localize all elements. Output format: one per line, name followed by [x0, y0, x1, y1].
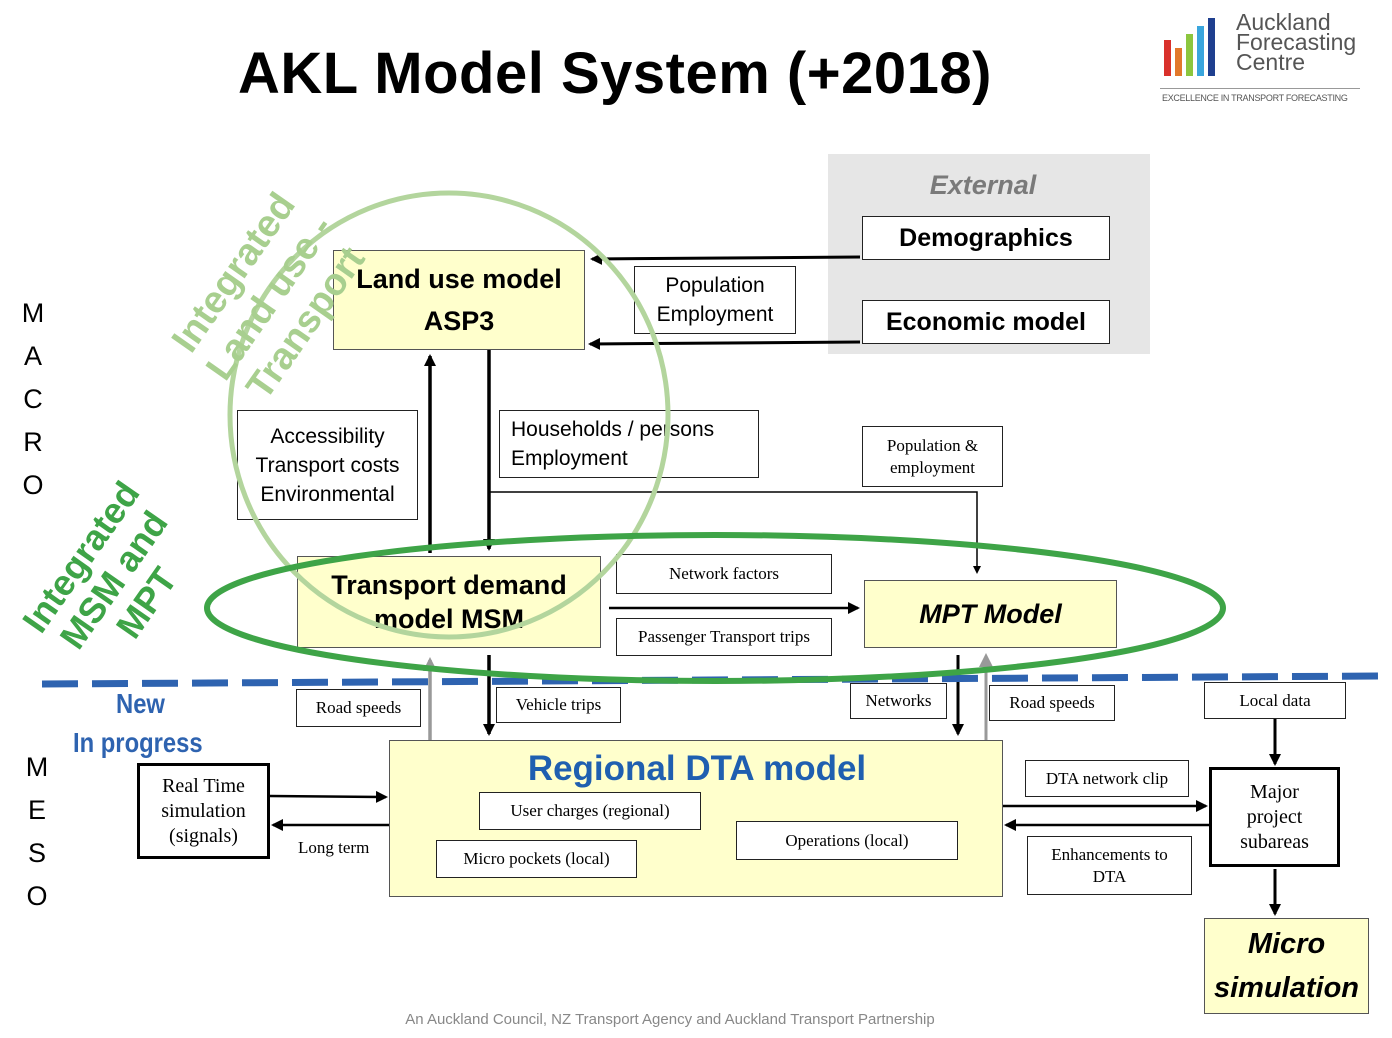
land-use-model-node: Land use model ASP3 [333, 250, 585, 350]
logo-tagline: EXCELLENCE IN TRANSPORT FORECASTING [1162, 93, 1348, 103]
logo-bar-orange [1175, 48, 1182, 76]
user-charges-label: User charges (regional) [479, 792, 701, 830]
dta-network-clip-label: DTA network clip [1025, 760, 1189, 797]
major-project-subareas-node: Major project subareas [1209, 767, 1340, 867]
long-term-label: Long term [298, 838, 370, 857]
logo: Auckland Forecasting Centre EXCELLENCE I… [1160, 11, 1370, 107]
logo-line1: Auckland [1236, 9, 1331, 35]
accessibility-label: Accessibility Transport costs Environmen… [237, 410, 418, 520]
external-heading: External [929, 170, 1037, 200]
macro-label: M A C R O [21, 298, 45, 500]
logo-line3: Centre [1236, 49, 1306, 75]
arrow-land-use-to-mpt [489, 491, 981, 574]
footer-text: An Auckland Council, NZ Transport Agency… [405, 1011, 935, 1028]
pt-trips-label: Passenger Transport trips [616, 618, 832, 656]
logo-bar-red [1164, 40, 1171, 76]
demographics-box: Demographics [862, 216, 1110, 260]
meso-label: M E S O [25, 752, 49, 911]
networks-label: Networks [850, 683, 947, 719]
micro-simulation-node: Micro simulation [1204, 918, 1369, 1014]
logo-bar-navy [1208, 18, 1215, 76]
arrow-economic-to-land-use [588, 337, 861, 350]
logo-bars [1160, 18, 1216, 76]
logo-line2: Forecasting [1236, 29, 1357, 55]
logo-bar-blue [1197, 26, 1204, 76]
enhancements-label: Enhancements to DTA [1027, 836, 1192, 895]
page-title: AKL Model System (+2018) [238, 41, 992, 106]
population-employment-label: Population Employment [634, 266, 796, 334]
households-label: Households / persons Employment [499, 410, 759, 478]
new-label: New [116, 688, 165, 719]
micro-pockets-label: Micro pockets (local) [436, 840, 637, 878]
logo-bar-green [1186, 34, 1193, 76]
logo-divider [1160, 88, 1360, 89]
arrow-demographics-to-land-use [590, 252, 861, 265]
arrow-real-time-to-dta [269, 790, 388, 803]
road-speeds-left-label: Road speeds [296, 689, 421, 727]
economic-model-box: Economic model [862, 300, 1110, 344]
integrated-land-use-ellipse [227, 190, 671, 640]
network-factors-label: Network factors [616, 554, 832, 594]
operations-label: Operations (local) [736, 821, 958, 860]
regional-dta-title: Regional DTA model [527, 749, 867, 788]
mpt-model-node: MPT Model [864, 580, 1117, 648]
population-employment-small-label: Population & employment [862, 426, 1003, 487]
logo-text: Auckland Forecasting Centre [1236, 9, 1376, 75]
in-progress-label: In progress [73, 727, 203, 758]
integrated-msm-mpt-ellipse [204, 532, 1226, 684]
transport-demand-model-node: Transport demand model MSM [297, 556, 601, 648]
regional-dta-model-node: Regional DTA model User charges (regiona… [389, 740, 1003, 897]
real-time-simulation-node: Real Time simulation (signals) [137, 763, 270, 859]
local-data-label: Local data [1204, 682, 1346, 719]
vehicle-trips-label: Vehicle trips [496, 687, 621, 723]
road-speeds-right-label: Road speeds [989, 685, 1115, 721]
